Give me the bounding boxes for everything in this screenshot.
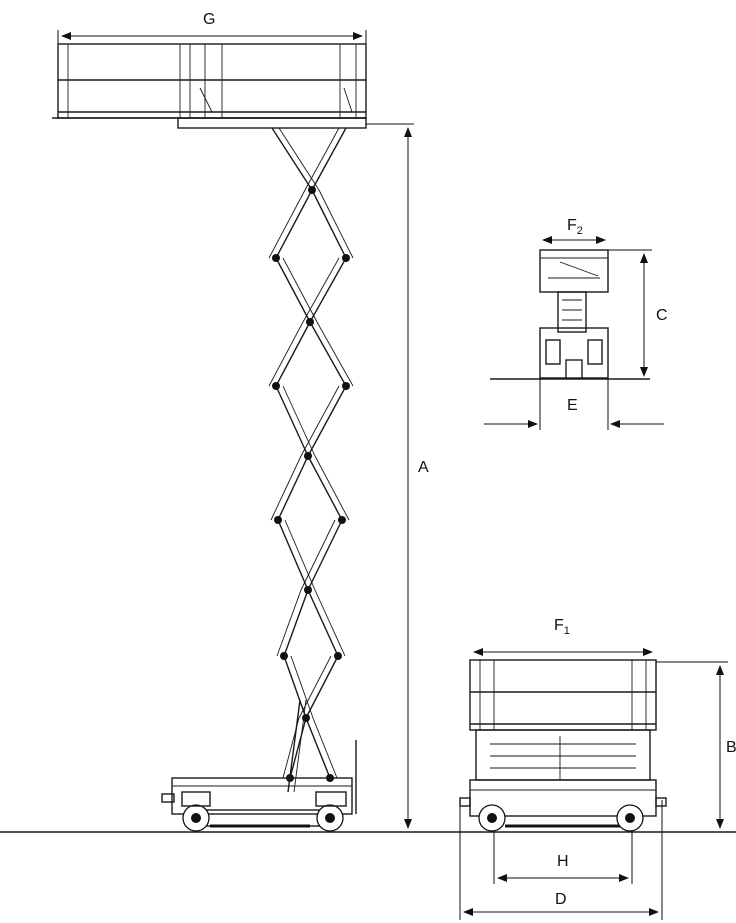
scissor-arm <box>314 455 350 521</box>
scissor-arm <box>276 589 302 657</box>
dimension-e: E <box>484 378 664 430</box>
scissor-arm <box>289 717 307 779</box>
scissor-arm <box>298 655 332 719</box>
label-f1: F1 <box>554 617 570 637</box>
dimension-f2: F2 <box>542 217 606 244</box>
scissor-arm <box>316 321 354 387</box>
scissor-arm <box>277 519 309 591</box>
scissor-arm <box>277 455 309 521</box>
scissor-pivot <box>272 254 280 262</box>
dimension-h: H <box>493 832 633 884</box>
scissor-arm <box>275 321 311 387</box>
scissor-arm <box>307 589 339 657</box>
label-a: A <box>418 459 429 476</box>
scissor-arm <box>312 717 338 779</box>
platform-extended <box>52 43 367 129</box>
scissor-arm <box>290 655 314 719</box>
label-h: H <box>557 853 569 870</box>
scissor-pivot <box>334 652 342 660</box>
scissor-arm <box>300 519 336 591</box>
scissor-pivot <box>280 652 288 660</box>
scissor-arm <box>270 455 302 521</box>
scissor-arm <box>282 385 316 457</box>
scissor-pivot <box>274 516 282 524</box>
scissor-arm <box>268 321 304 387</box>
scissor-pivot <box>342 254 350 262</box>
scissor-arm <box>271 127 313 191</box>
scissor-arm <box>283 655 307 719</box>
scissor-arm <box>307 385 347 457</box>
label-g: G <box>203 11 215 28</box>
scissor-arm <box>300 385 340 457</box>
dimension-g: G <box>57 11 367 44</box>
dimension-b: B <box>656 661 736 829</box>
scissor-arm <box>287 699 301 793</box>
scissor-arm <box>302 257 340 323</box>
label-f2: F2 <box>567 217 583 237</box>
scissor-arm <box>305 717 331 779</box>
scissor-arm <box>309 257 347 323</box>
scissor-arm <box>282 257 318 323</box>
scissor-arm <box>283 589 309 657</box>
scissor-arm <box>284 519 316 591</box>
chassis-side <box>161 740 357 832</box>
label-d: D <box>555 891 567 908</box>
scissor-arm <box>275 189 313 259</box>
dimension-f1: F1 <box>473 617 653 656</box>
dimension-c: C <box>608 249 668 377</box>
scissor-pivot <box>304 452 312 460</box>
label-b: B <box>726 739 736 756</box>
scissor-stack <box>268 127 354 793</box>
scissor-arm <box>304 127 340 191</box>
rear-view-extended-small <box>539 249 609 379</box>
scissor-arm <box>311 189 347 259</box>
scissor-arm <box>275 257 311 323</box>
scissor-arm <box>275 385 309 457</box>
scissor-pivot <box>308 186 316 194</box>
scissor-arm <box>311 127 347 191</box>
scissor-arm <box>314 589 346 657</box>
dimension-d: D <box>459 800 663 920</box>
scissor-pivot <box>342 382 350 390</box>
scissor-pivot <box>272 382 280 390</box>
scissor-arm <box>293 699 307 793</box>
dimension-a: A <box>366 123 429 829</box>
scissor-arm <box>309 321 347 387</box>
scissor-pivot <box>306 318 314 326</box>
scissor-arm <box>307 519 343 591</box>
scissor-arm <box>307 455 343 521</box>
label-e: E <box>567 397 578 414</box>
label-c: C <box>656 307 668 324</box>
scissor-arm <box>318 189 354 259</box>
scissor-arm <box>268 189 306 259</box>
scissor-arm <box>305 655 339 719</box>
scissor-pivot <box>304 586 312 594</box>
scissor-arm <box>278 127 320 191</box>
scissor-pivot <box>338 516 346 524</box>
side-view-extended <box>52 43 367 832</box>
rear-view-stowed <box>459 659 667 832</box>
